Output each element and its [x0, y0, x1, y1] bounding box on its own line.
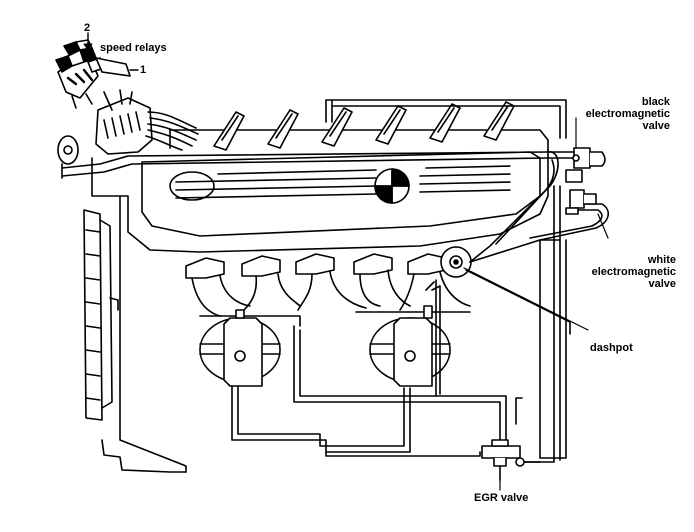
leader-lines — [463, 117, 609, 491]
vacuum-hoses — [61, 151, 609, 463]
right-canister — [369, 305, 451, 387]
white-valve-label-line1: white — [647, 254, 676, 266]
intake-runners — [213, 101, 515, 151]
valve-cover — [141, 151, 541, 237]
black-valve-label-line2: electromagnetic — [585, 108, 670, 120]
dashpot-unit — [440, 246, 571, 335]
callout-1-label: 1 — [140, 64, 147, 76]
speed-relays-label: speed relays — [100, 42, 167, 54]
egr-valve-label: EGR valve — [474, 492, 529, 504]
distributor — [95, 89, 199, 155]
ignition-fitting — [57, 135, 79, 179]
black-valve-label-line3: valve — [642, 120, 670, 132]
vacuum-frame — [325, 99, 567, 459]
left-canister — [199, 309, 281, 387]
dashpot-label: dashpot — [590, 342, 633, 354]
white-valve-unit — [565, 189, 597, 215]
callout-2-label: 2 — [84, 22, 91, 34]
egr-valve-unit — [481, 439, 525, 481]
engine-block — [91, 149, 549, 473]
white-valve-label-line2: electromagnetic — [591, 266, 676, 278]
black-valve-label-line1: black — [641, 96, 670, 108]
white-valve-label-line3: valve — [648, 278, 676, 290]
speed-relay-unit — [55, 32, 139, 109]
radiator — [83, 209, 113, 421]
black-valve-unit — [565, 147, 606, 183]
